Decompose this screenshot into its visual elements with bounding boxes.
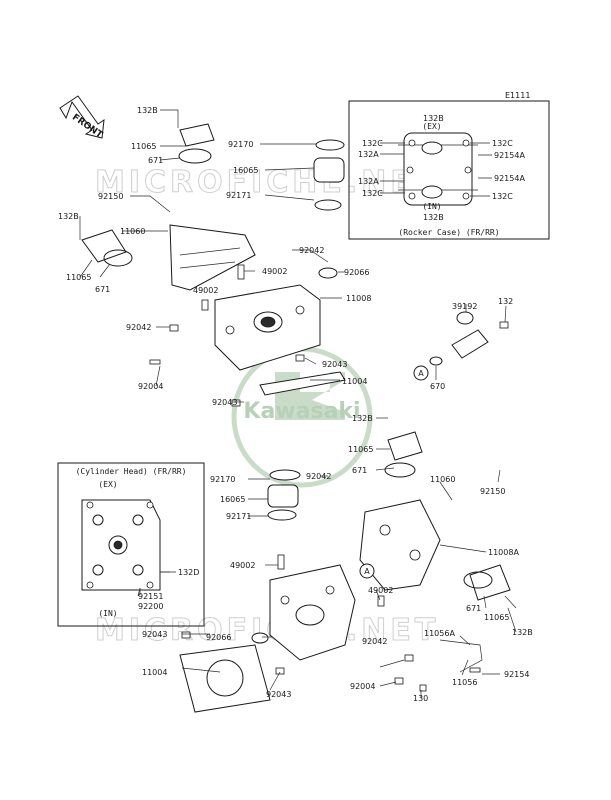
label-92066-2: 92066 — [206, 633, 231, 642]
cylinder-ex-note: (EX) — [98, 480, 117, 489]
label-r132c-1: 132C — [362, 139, 383, 148]
label-92150-2: 92150 — [480, 487, 505, 496]
label-92043-2: 92043 — [212, 398, 237, 407]
part-labels: 132B 11065 671 92150 132B 11060 11065 67… — [58, 106, 533, 703]
label-r92154a-2: 92154A — [494, 174, 525, 183]
label-92151: 92151 — [138, 592, 163, 601]
label-r132a-1: 132A — [358, 150, 379, 159]
label-92042-2: 92042 — [126, 323, 151, 332]
watermark-top: MICROFICHE.NET — [95, 165, 439, 200]
cylinder-head-inset: (Cylinder Head) (FR/RR) (EX) (IN) — [57, 462, 205, 627]
label-16065-2: 16065 — [220, 495, 245, 504]
leader-lines — [79, 109, 517, 698]
label-92042-1: 92042 — [299, 246, 324, 255]
rocker-case-inset: (EX) (IN) (Rocker Case) (FR/RR) — [348, 100, 550, 240]
label-92200: 92200 — [138, 602, 163, 611]
label-132b-3: 132B — [352, 414, 373, 423]
label-11056a: 11056A — [424, 629, 455, 638]
label-671-4: 671 — [466, 604, 481, 613]
label-92170-2: 92170 — [210, 475, 235, 484]
label-132b-4: 132B — [512, 628, 533, 637]
label-92004-1: 92004 — [138, 382, 163, 391]
label-92171-2: 92171 — [226, 512, 251, 521]
label-r132c-2: 132C — [362, 189, 383, 198]
label-92004-2: 92004 — [350, 682, 375, 691]
oil-pipe-parts: A — [413, 311, 509, 381]
label-11004-2: 11004 — [142, 668, 167, 677]
cylinder-head-caption: (Cylinder Head) (FR/RR) — [76, 467, 187, 476]
label-132d: 132D — [178, 568, 199, 577]
label-11008a: 11008A — [488, 548, 519, 557]
label-132b-1: 132B — [137, 106, 158, 115]
label-r132b-bot: 132B — [423, 213, 444, 222]
label-49002-2: 49002 — [193, 286, 218, 295]
label-11065-1: 11065 — [131, 142, 156, 151]
label-132b-2: 132B — [58, 212, 79, 221]
label-92042-3: 92042 — [306, 472, 331, 481]
rocker-case-caption: (Rocker Case) (FR/RR) — [398, 228, 499, 237]
rocker-in-note: (IN) — [422, 202, 441, 211]
label-671-2: 671 — [95, 285, 110, 294]
label-r132a-2: 132A — [358, 177, 379, 186]
label-132: 132 — [498, 297, 513, 306]
label-670: 670 — [430, 382, 445, 391]
label-r132c-4: 132C — [492, 192, 513, 201]
label-11008-1: 11008 — [346, 294, 371, 303]
label-11004-1: 11004 — [342, 377, 367, 386]
kawasaki-logo: Kawasaki — [231, 346, 373, 488]
label-92171-1: 92171 — [226, 191, 251, 200]
svg-text:Kawasaki: Kawasaki — [243, 399, 360, 424]
label-130: 130 — [413, 694, 428, 703]
label-r92154a-1: 92154A — [494, 151, 525, 160]
rocker-ex-note: (EX) — [422, 122, 441, 131]
ref-marker-bottom — [359, 563, 375, 579]
label-11065-3: 11065 — [348, 445, 373, 454]
label-11060-2: 11060 — [430, 475, 455, 484]
label-92043-4: 92043 — [266, 690, 291, 699]
label-39192: 39192 — [452, 302, 477, 311]
watermark-bottom: MICROFICHE.NET — [95, 613, 439, 648]
front-cylinder-head-assembly — [81, 123, 346, 407]
label-11065-2: 11065 — [66, 273, 91, 282]
label-671-3: 671 — [352, 466, 367, 475]
label-92043-3: 92043 — [142, 630, 167, 639]
ref-marker-top — [413, 365, 429, 381]
svg-text:A: A — [364, 567, 370, 576]
label-49002-4: 49002 — [368, 586, 393, 595]
label-92170-1: 92170 — [228, 140, 253, 149]
label-92043-1: 92043 — [322, 360, 347, 369]
diagram-code: E1111 — [505, 91, 530, 100]
label-r132b-top: 132B — [423, 114, 444, 123]
label-11056: 11056 — [452, 678, 477, 687]
label-671-1: 671 — [148, 156, 163, 165]
label-49002-1: 49002 — [262, 267, 287, 276]
label-92150-1: 92150 — [98, 192, 123, 201]
label-92042-4: 92042 — [362, 637, 387, 646]
rear-cylinder-head-assembly: A — [179, 431, 511, 713]
label-49002-3: 49002 — [230, 561, 255, 570]
label-r132c-3: 132C — [492, 139, 513, 148]
label-16065-1: 16065 — [233, 166, 258, 175]
front-arrow: FRONT — [59, 95, 105, 141]
label-11065-4: 11065 — [484, 613, 509, 622]
label-92066-1: 92066 — [344, 268, 369, 277]
label-92154: 92154 — [504, 670, 529, 679]
label-11060-1: 11060 — [120, 227, 145, 236]
svg-text:A: A — [418, 369, 424, 378]
cylinder-in-note: (IN) — [98, 609, 117, 618]
